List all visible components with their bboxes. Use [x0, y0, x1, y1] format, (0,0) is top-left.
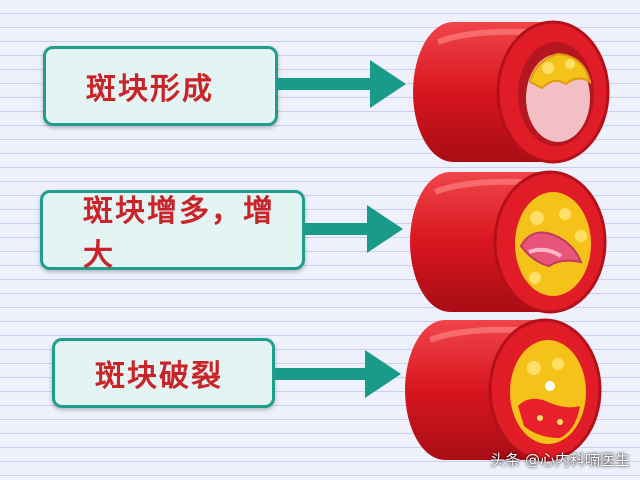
stage-1-label-box: 斑块形成	[43, 46, 278, 126]
watermark: 头条 @心内科喃医生	[490, 451, 630, 469]
arrow-right-icon	[275, 350, 401, 398]
stage-2-label-box: 斑块增多，增大	[40, 190, 305, 273]
stage-2-label: 斑块增多，增大	[83, 194, 275, 273]
arrow-right-icon	[305, 205, 403, 253]
stage-3-label-box: 斑块破裂	[52, 338, 275, 408]
artery-rupture-icon	[405, 318, 602, 462]
stage-3-label: 斑块破裂	[95, 359, 223, 394]
arrow-right-icon	[278, 60, 406, 108]
stage-1-label: 斑块形成	[86, 72, 214, 107]
artery-formation-icon	[413, 20, 610, 164]
artery-enlarging-icon	[410, 170, 607, 314]
